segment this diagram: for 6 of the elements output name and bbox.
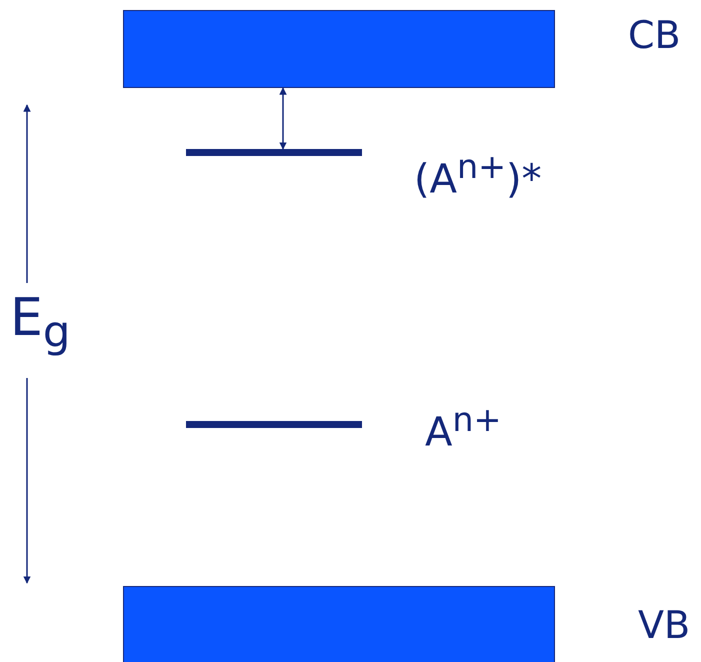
gap-label: E$_{g}$: [10, 292, 70, 355]
band-label: CB: [628, 16, 681, 54]
band-label: VB: [638, 606, 690, 644]
level-label: A$^{n+}$: [425, 403, 502, 452]
double-arrow: [279, 87, 287, 150]
level-label: (A$^{n+}$)*: [414, 150, 542, 200]
